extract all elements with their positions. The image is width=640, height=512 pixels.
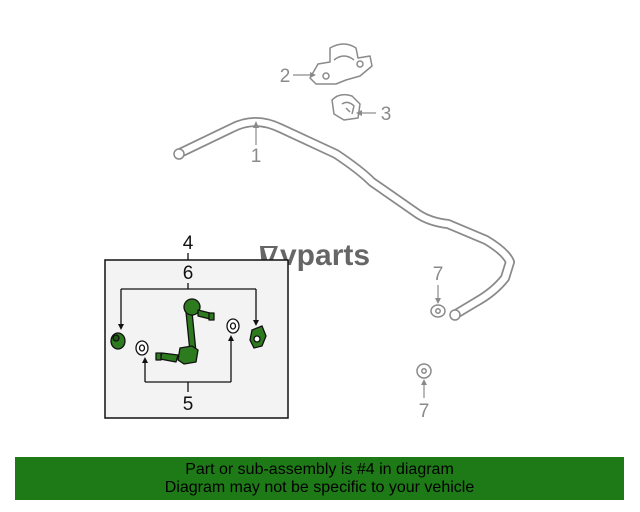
callout-7-upper: 7 — [433, 264, 444, 285]
callout-4: 4 — [183, 233, 194, 254]
banner-line-2: Diagram may not be specific to your vehi… — [164, 479, 475, 496]
bushing-part — [331, 93, 361, 121]
link-bushing-right — [249, 325, 267, 349]
washer-left — [135, 340, 149, 356]
bracket-part — [309, 43, 373, 85]
callout-3: 3 — [381, 104, 392, 125]
callout-7-lower: 7 — [419, 401, 430, 422]
vparts-watermark: vparts — [260, 239, 370, 272]
stabilizer-link — [155, 298, 215, 365]
highlight-banner: Part or sub-assembly is #4 in diagram Di… — [15, 457, 624, 500]
link-bushing-left — [110, 332, 126, 350]
bushing-7-upper — [430, 304, 446, 318]
stabilizer-bar — [173, 117, 515, 321]
callout-1: 1 — [251, 146, 262, 167]
callout-6-bracket — [118, 283, 259, 330]
callout-5-bracket — [142, 335, 234, 392]
washer-right — [226, 318, 240, 334]
callout-6: 6 — [183, 263, 194, 284]
watermark-text: vparts — [280, 239, 370, 272]
bushing-7-lower — [416, 363, 432, 379]
callout-5: 5 — [183, 394, 194, 415]
callout-2: 2 — [280, 66, 291, 87]
banner-line-1: Part or sub-assembly is #4 in diagram — [185, 461, 454, 478]
grey-leaders — [253, 72, 441, 398]
parts-diagram: 1 2 3 7 7 vparts 4 6 5 — [104, 43, 515, 422]
